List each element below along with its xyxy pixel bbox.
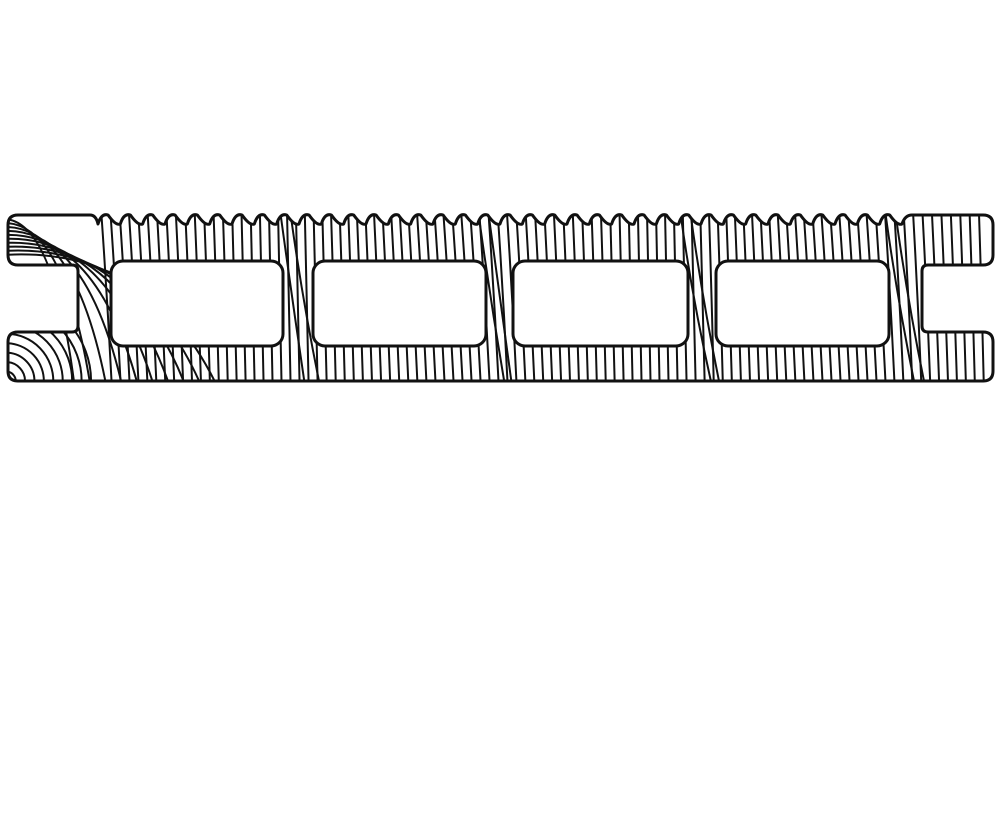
hollow-chamber-3 [511,259,690,348]
hollow-chamber-1 [109,259,285,348]
hollow-chambers [109,259,891,348]
profile-outline [6,213,995,383]
hollow-chamber-4 [714,259,891,348]
hollow-chamber-2 [311,259,488,348]
